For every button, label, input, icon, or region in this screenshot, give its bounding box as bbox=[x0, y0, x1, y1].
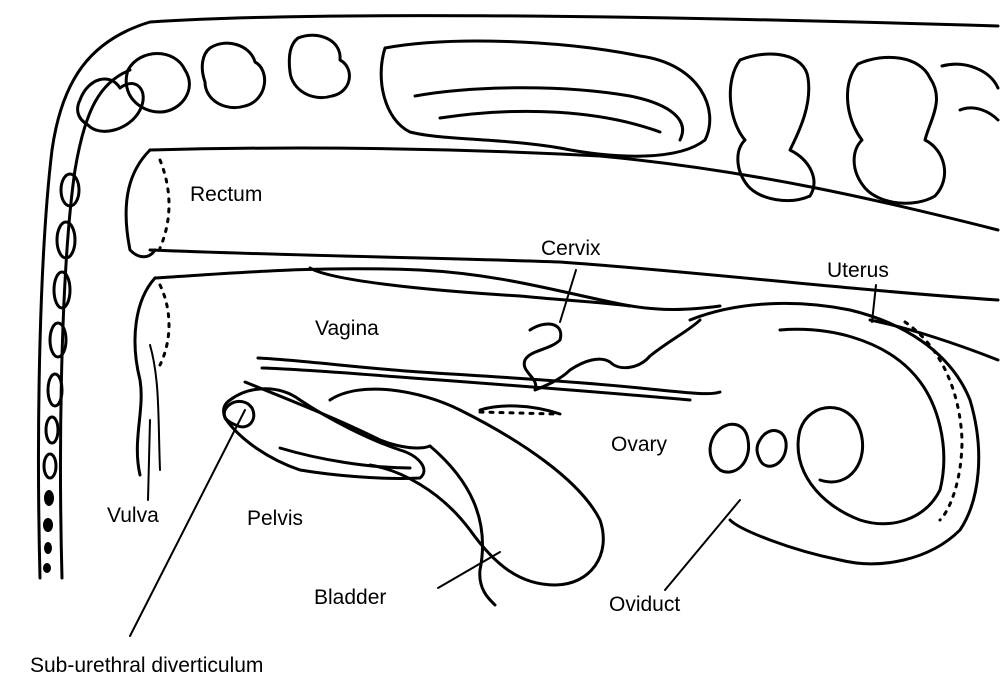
vagina-mucosa bbox=[260, 366, 692, 402]
cervix-label: Cervix bbox=[541, 237, 601, 260]
rectum-outline bbox=[148, 146, 1000, 232]
pelvis-inner bbox=[278, 446, 412, 470]
uterus-broad-ligament bbox=[868, 318, 1000, 362]
uterus-dashed bbox=[903, 320, 964, 522]
tail-vertebrae bbox=[42, 172, 81, 480]
spine-inner-outline bbox=[59, 68, 132, 580]
leader-vulva bbox=[147, 419, 151, 501]
vagina-label: Vagina bbox=[315, 317, 379, 340]
ovary-outline bbox=[708, 422, 751, 474]
bladder-label: Bladder bbox=[314, 586, 387, 609]
sacral-vertebrae bbox=[76, 33, 1000, 205]
leader-cervix bbox=[559, 269, 577, 323]
tail-vertebrae-small bbox=[43, 490, 54, 573]
vulva-outline bbox=[133, 276, 157, 477]
bladder-dashes bbox=[478, 410, 558, 416]
rectum-anus bbox=[124, 148, 157, 259]
leader-uterus bbox=[871, 284, 877, 323]
vulva-label: Vulva bbox=[107, 504, 159, 527]
diverticulum-loop bbox=[222, 400, 256, 429]
sub-urethral-diverticulum-label: Sub-urethral diverticulum bbox=[30, 654, 264, 677]
pelvis-label: Pelvis bbox=[247, 507, 304, 530]
vulva-inner-outline bbox=[149, 344, 161, 471]
rectum-lower-outline bbox=[148, 248, 1000, 302]
uterus-outer-outline bbox=[688, 301, 981, 566]
pelvis-outline bbox=[222, 387, 426, 480]
uterus-inner-outline bbox=[778, 327, 946, 526]
oviduct-curve bbox=[428, 444, 497, 607]
bladder-neck bbox=[478, 404, 562, 416]
leader-oviduct bbox=[664, 499, 741, 591]
urethra bbox=[243, 380, 432, 450]
vagina-upper-outline bbox=[153, 267, 722, 311]
leader-bladder bbox=[437, 551, 501, 589]
vagina-dashed-edge bbox=[158, 283, 171, 367]
leader-sub-urethral bbox=[129, 409, 246, 637]
ovary-second-outline bbox=[755, 429, 788, 468]
bladder-outline bbox=[328, 387, 605, 587]
rectum-label: Rectum bbox=[190, 183, 263, 206]
oviduct-label: Oviduct bbox=[609, 593, 681, 616]
ovary-label: Ovary bbox=[611, 433, 668, 456]
rectum-dashed-edge bbox=[158, 158, 171, 250]
vagina-floor bbox=[256, 356, 722, 396]
uterus-label: Uterus bbox=[827, 259, 889, 282]
body-outline bbox=[37, 14, 1000, 580]
vagina-cervix-region bbox=[308, 266, 632, 308]
cervix-folds bbox=[522, 318, 702, 392]
